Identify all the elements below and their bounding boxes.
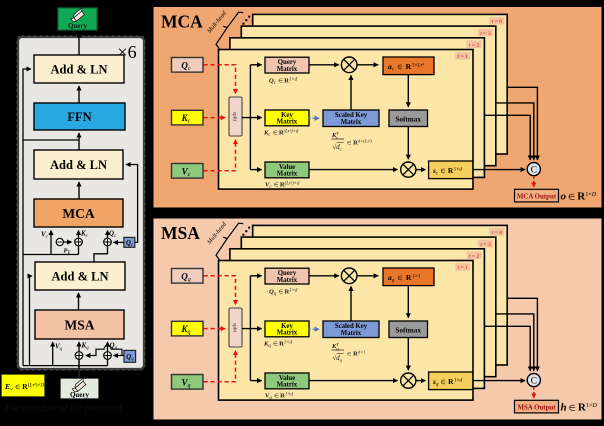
- svg-text:Query: Query: [278, 59, 297, 66]
- svg-text:FFN: FFN: [67, 110, 91, 124]
- svg-text:Matrix: Matrix: [277, 171, 298, 178]
- svg-text:Key: Key: [281, 323, 293, 330]
- svg-text:h ∈ R1×D: h ∈ R1×D: [561, 401, 598, 413]
- svg-text:t = 1: t = 1: [458, 265, 469, 271]
- svg-text:Kc: Kc: [181, 113, 191, 125]
- svg-text:The structure of the proposed: The structure of the proposed: [4, 403, 123, 414]
- svg-text:Qq: Qq: [126, 354, 134, 362]
- svg-text:Kq ∈ R1×d: Kq ∈ R1×d: [263, 341, 292, 350]
- svg-text:∈ Rd×1: ∈ Rd×1: [347, 350, 365, 358]
- svg-text:Matrix: Matrix: [277, 119, 298, 126]
- svg-text:Scaled Key: Scaled Key: [335, 323, 368, 330]
- svg-text:KTq: KTq: [331, 342, 339, 351]
- svg-text:Softmax: Softmax: [395, 115, 421, 123]
- svg-text:Key: Key: [281, 112, 293, 119]
- svg-text:Kc ∈ R(Lτ²)×d: Kc ∈ R(Lτ²)×d: [263, 129, 299, 139]
- svg-text:t = 2: t = 2: [469, 43, 480, 49]
- svg-text:Query: Query: [68, 22, 88, 30]
- svg-text:Kc: Kc: [80, 230, 89, 239]
- svg-text:MSA: MSA: [65, 317, 95, 332]
- svg-text:Qc ∈ R1×d: Qc ∈ R1×d: [269, 78, 298, 87]
- svg-text:o ∈ R1×D: o ∈ R1×D: [561, 190, 597, 202]
- svg-text:Vc: Vc: [182, 166, 191, 178]
- svg-text:Qc: Qc: [126, 240, 134, 248]
- svg-text:Vc: Vc: [41, 231, 49, 240]
- svg-text:Query: Query: [278, 270, 297, 277]
- svg-text:Qq: Qq: [110, 342, 118, 351]
- svg-text:Qc: Qc: [181, 60, 191, 72]
- svg-text:Value: Value: [279, 375, 295, 382]
- svg-text:MCA: MCA: [62, 206, 94, 221]
- svg-text:sc∈R1×d: sc∈R1×d: [432, 166, 462, 177]
- svg-text:split: split: [231, 112, 237, 122]
- svg-text:Matrix: Matrix: [341, 330, 362, 337]
- svg-text:Qq ∈ R1×d: Qq ∈ R1×d: [269, 289, 298, 298]
- svg-text:Kq: Kq: [81, 342, 90, 351]
- svg-text:Qq: Qq: [181, 271, 191, 283]
- svg-text:MCA: MCA: [161, 12, 203, 32]
- svg-text:Vc ∈ R(Lτ²)×d: Vc ∈ R(Lτ²)×d: [265, 181, 300, 191]
- svg-text:C: C: [531, 166, 537, 176]
- svg-text:MSA: MSA: [161, 223, 200, 243]
- svg-text:√dq: √dq: [333, 354, 343, 362]
- svg-text:Vq: Vq: [55, 343, 63, 352]
- svg-text:Matrix: Matrix: [277, 382, 298, 389]
- svg-text:t = 8: t = 8: [492, 230, 503, 236]
- svg-text:PE: PE: [64, 248, 71, 256]
- svg-text:ac∈R1×Lτ²: ac∈R1×Lτ²: [388, 62, 424, 73]
- svg-text:Matrix: Matrix: [341, 119, 362, 126]
- svg-text:Qc: Qc: [109, 230, 117, 239]
- svg-text:Add & LN: Add & LN: [51, 63, 108, 77]
- svg-text:∈ Rd×(Lτ²): ∈ Rd×(Lτ²): [347, 139, 372, 147]
- svg-text:sq∈R1×d: sq∈R1×d: [432, 377, 462, 388]
- svg-text:Add & LN: Add & LN: [52, 270, 109, 284]
- svg-text:√dc: √dc: [333, 143, 342, 151]
- svg-text:Query: Query: [70, 391, 90, 399]
- svg-text:MCA Output: MCA Output: [517, 193, 557, 200]
- svg-text:aq∈R1×1: aq∈R1×1: [388, 273, 421, 284]
- svg-text:Vq ∈ R1×d: Vq ∈ R1×d: [265, 393, 293, 402]
- svg-text:t = 2: t = 2: [469, 254, 480, 260]
- svg-text:t = 3: t = 3: [480, 242, 491, 248]
- svg-text:MSA Output: MSA Output: [517, 404, 556, 411]
- svg-text:Ev ∈ R(Lτ²)×D: Ev ∈ R(Lτ²)×D: [4, 381, 44, 392]
- svg-text:Matrix: Matrix: [277, 66, 298, 73]
- svg-text:C: C: [531, 377, 537, 387]
- svg-text:Kq: Kq: [180, 324, 190, 336]
- svg-text:KTc: KTc: [331, 131, 339, 140]
- svg-text:split: split: [231, 323, 237, 333]
- svg-text:Matrix: Matrix: [277, 330, 298, 337]
- svg-text:Softmax: Softmax: [395, 326, 421, 334]
- svg-text:Add & LN: Add & LN: [50, 158, 107, 172]
- svg-text:Scaled Key: Scaled Key: [335, 112, 368, 119]
- svg-text:t = 1: t = 1: [458, 54, 469, 60]
- svg-text:t = 3: t = 3: [480, 31, 491, 37]
- svg-text:Vq: Vq: [181, 377, 190, 389]
- svg-text:t = 8: t = 8: [492, 19, 503, 25]
- svg-text:Matrix: Matrix: [277, 277, 298, 284]
- svg-text:Value: Value: [279, 164, 295, 171]
